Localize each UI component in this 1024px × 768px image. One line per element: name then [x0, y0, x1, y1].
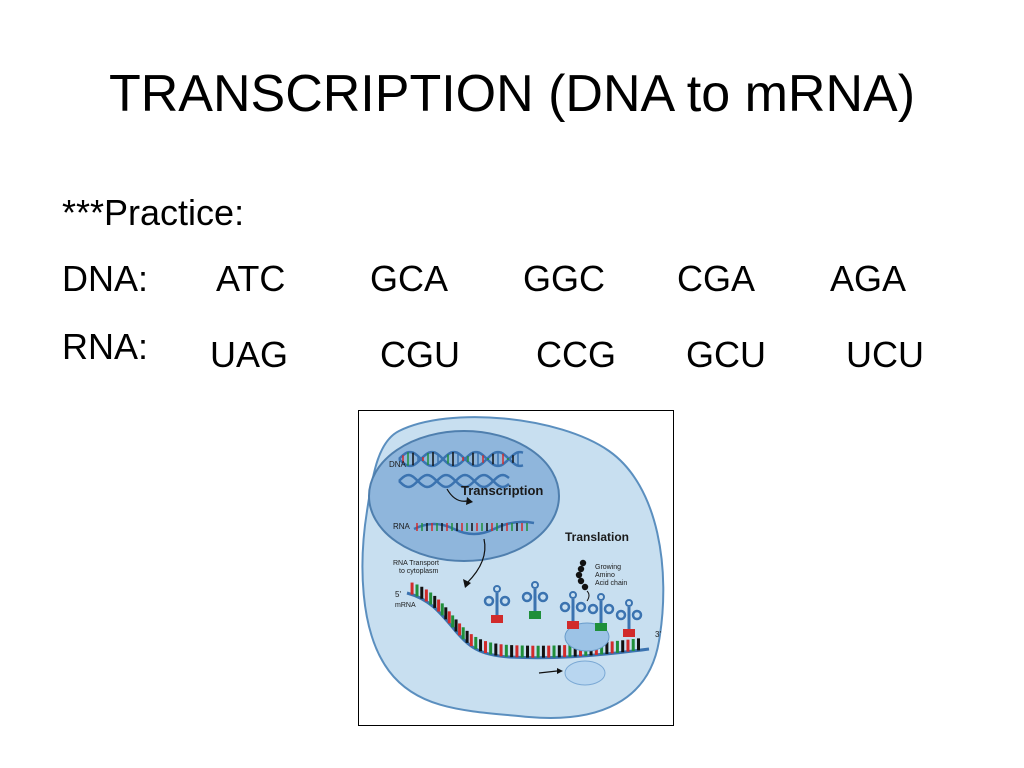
- rna-strand: [413, 520, 535, 536]
- amino-acid-chain: [575, 559, 590, 602]
- amino-acid: [581, 583, 589, 591]
- diagram-mrna-label: mRNA: [395, 602, 416, 609]
- trna: [559, 591, 587, 629]
- amino-acid: [575, 571, 583, 579]
- rna-transport-line-2: to cytoplasm: [399, 568, 438, 575]
- diagram-translation-label: Translation: [565, 530, 629, 544]
- dna-helix: [398, 450, 524, 489]
- chain-link: [586, 590, 590, 602]
- dna-codon-5: AGA: [830, 258, 907, 299]
- dna-base-pairs: [402, 452, 519, 466]
- rna-bases: [416, 523, 528, 531]
- rna-codon-2: CGU: [380, 334, 460, 375]
- diagram-dna-label: DNA: [389, 460, 407, 469]
- transcription-arrowhead: [466, 497, 473, 505]
- trna: [615, 599, 643, 637]
- trna: [587, 593, 615, 631]
- mrna-bases: [410, 582, 640, 658]
- amino-acid: [577, 577, 585, 585]
- trna-group: [483, 581, 643, 637]
- rna-codon-4: GCU: [686, 334, 766, 375]
- five-prime-label: 5': [395, 590, 401, 599]
- dna-codon-3: GGC: [523, 258, 606, 299]
- slide-title: TRANSCRIPTION (DNA to mRNA): [108, 65, 916, 123]
- transcription-translation-diagram: DNA Transcription RNA Translation RNA Tr…: [358, 410, 674, 726]
- dna-codon-4: CGA: [677, 258, 756, 299]
- rna-label: RNA:: [62, 326, 149, 367]
- dna-codon-2: GCA: [370, 258, 449, 299]
- rna-codon-5: UCU: [846, 334, 924, 375]
- ribosome-direction-arrow: [538, 670, 558, 674]
- growing-label-1: Growing: [595, 564, 621, 571]
- practice-label: ***Practice:: [62, 192, 245, 233]
- three-prime-label: 3': [655, 630, 661, 639]
- dna-codon-1: ATC: [216, 258, 286, 299]
- dna-strand-b: [398, 450, 524, 468]
- rna-codon-1: UAG: [210, 334, 289, 375]
- dna-label: DNA:: [62, 258, 149, 299]
- transport-arrow: [466, 538, 486, 584]
- growing-label-2: Amino: [595, 572, 615, 579]
- trna: [521, 581, 549, 619]
- rna-transport-line-1: RNA Transport: [393, 560, 439, 567]
- diagram-transcription-label: Transcription: [461, 483, 543, 498]
- amino-acid: [577, 565, 585, 573]
- amino-acid: [579, 559, 587, 567]
- dna-strand-d: [398, 473, 510, 489]
- rna-codon-3: CCG: [536, 334, 616, 375]
- transport-arrowhead: [463, 579, 471, 588]
- growing-label-3: Acid chain: [595, 580, 627, 587]
- ribosome-small-subunit: [564, 660, 606, 686]
- dna-strand-a: [398, 450, 524, 468]
- ribosome-direction-arrowhead: [557, 668, 563, 674]
- trna: [483, 585, 511, 623]
- diagram-rna-label: RNA: [393, 522, 411, 531]
- diagram-canvas: DNA Transcription RNA Translation RNA Tr…: [361, 416, 665, 719]
- transcription-arrow: [446, 488, 468, 502]
